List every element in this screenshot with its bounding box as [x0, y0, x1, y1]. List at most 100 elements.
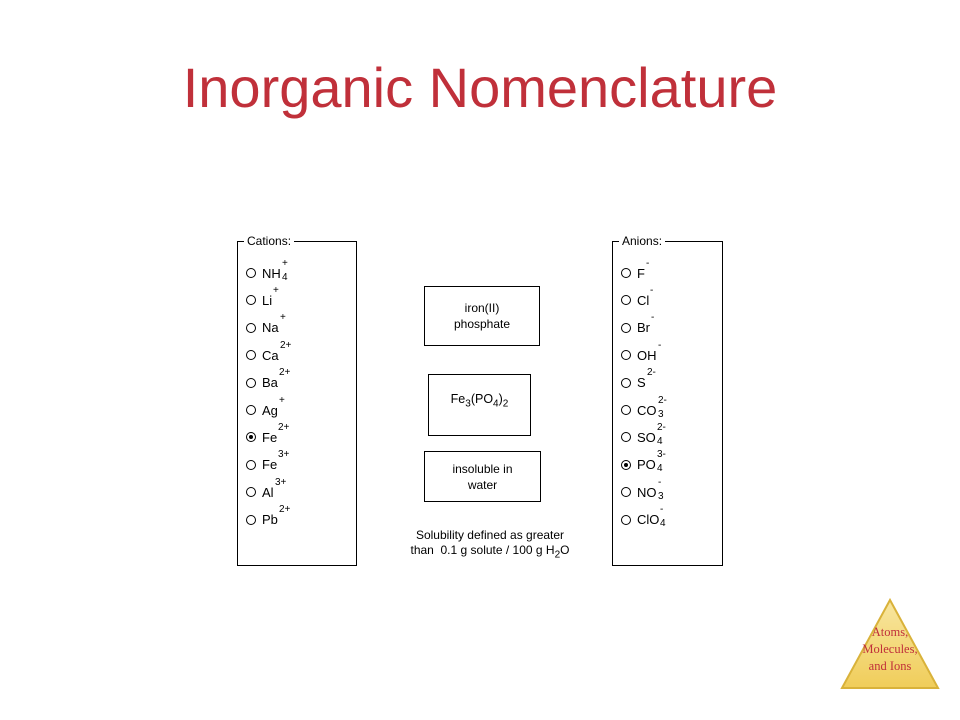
- badge-line1: Atoms,: [871, 625, 909, 639]
- ion-subscript: 3: [658, 490, 664, 502]
- compound-name-line1: iron(II): [464, 301, 500, 315]
- ion-subscript: 4: [657, 463, 663, 475]
- anion-radio[interactable]: [621, 377, 631, 388]
- cation-ion-label: Ag+: [262, 395, 285, 418]
- compound-name-line2: phosphate: [453, 317, 511, 331]
- anion-option[interactable]: Cl-: [621, 285, 653, 313]
- cations-legend: Cations:: [244, 234, 295, 248]
- anion-radio[interactable]: [621, 514, 631, 525]
- cation-radio[interactable]: [246, 514, 256, 525]
- cation-option[interactable]: Li+: [246, 284, 279, 313]
- topic-badge: Atoms, Molecules, and Ions: [838, 596, 942, 692]
- formula-fe: Fe: [450, 392, 466, 406]
- ion-subscript: 3: [658, 408, 664, 420]
- triangle-icon: [840, 597, 940, 689]
- note-h2-sub: 2: [554, 549, 561, 561]
- ion-charge: +: [280, 312, 286, 324]
- ion-symbol: S: [637, 375, 646, 391]
- cation-ion-label: NH+4: [262, 258, 288, 283]
- ion-charge: -: [651, 312, 655, 324]
- anion-option[interactable]: F-: [621, 258, 649, 286]
- anion-option[interactable]: NO-3: [621, 476, 664, 505]
- ion-symbol: Fe: [262, 429, 278, 445]
- cation-radio[interactable]: [246, 322, 256, 333]
- ion-charge: -: [658, 476, 662, 488]
- anion-option[interactable]: ClO- 4: [621, 504, 666, 533]
- ion-symbol: Pb: [262, 512, 278, 528]
- ion-subscript: 4: [657, 435, 663, 447]
- anion-option[interactable]: OH-: [621, 339, 662, 368]
- note-line2-end: O: [560, 543, 570, 557]
- cation-radio[interactable]: [246, 432, 256, 443]
- anion-radio[interactable]: [621, 487, 631, 498]
- cation-radio[interactable]: [246, 268, 256, 278]
- ion-charge: -: [660, 504, 664, 516]
- solubility-line2: water: [467, 477, 498, 492]
- ion-charge: 2-: [647, 367, 656, 379]
- anion-radio[interactable]: [621, 405, 631, 415]
- formula-group-sub: 2: [502, 398, 509, 410]
- solubility-note-line1: Solubility defined as greater: [415, 528, 565, 542]
- badge-line2: Molecules,: [862, 642, 918, 656]
- ion-charge: -: [658, 339, 662, 351]
- cation-radio[interactable]: [246, 459, 256, 470]
- cation-radio[interactable]: [246, 377, 256, 388]
- anion-radio[interactable]: [621, 459, 631, 470]
- ion-charge: 2+: [280, 339, 292, 351]
- anion-ion-label: F-: [637, 258, 649, 281]
- ion-charge: +: [279, 394, 285, 406]
- ion-symbol: Br: [637, 320, 650, 336]
- cation-option[interactable]: NH+4: [246, 258, 288, 286]
- badge-text: Atoms, Molecules, and Ions: [838, 624, 942, 675]
- anion-radio[interactable]: [621, 432, 631, 443]
- compound-name-box: iron(II) phosphate: [424, 286, 540, 346]
- ion-charge: -: [646, 257, 650, 269]
- ion-charge: 2+: [278, 421, 290, 433]
- ion-charge: +: [282, 257, 288, 269]
- anion-radio[interactable]: [621, 268, 631, 278]
- formula-po-sub: 4: [493, 398, 499, 410]
- cation-radio[interactable]: [246, 295, 256, 306]
- ion-symbol: Na: [262, 320, 279, 336]
- anion-radio[interactable]: [621, 350, 631, 361]
- ion-charge: 2+: [279, 504, 291, 516]
- ion-charge: +: [273, 284, 279, 296]
- cation-radio[interactable]: [246, 487, 256, 498]
- cation-option[interactable]: Na+: [246, 312, 286, 341]
- ion-symbol: Ca: [262, 347, 279, 363]
- anion-radio[interactable]: [621, 322, 631, 333]
- ion-subscript: 4: [660, 518, 666, 530]
- formula-po-open: (PO: [470, 392, 494, 406]
- ion-symbol: ClO: [637, 512, 660, 528]
- cation-radio[interactable]: [246, 405, 256, 415]
- formula-close: ): [498, 392, 503, 406]
- ion-symbol: Al: [262, 484, 274, 500]
- anion-radio[interactable]: [621, 295, 631, 306]
- formula-box: Fe3(PO4)2: [428, 374, 531, 436]
- ion-symbol: Ba: [262, 375, 278, 391]
- anion-option[interactable]: Br-: [621, 312, 655, 341]
- anion-ion-label: Cl-: [637, 285, 653, 308]
- ion-symbol: OH: [637, 347, 657, 363]
- cation-radio[interactable]: [246, 350, 256, 361]
- ion-charge: 2+: [279, 367, 291, 379]
- cation-option[interactable]: Ag+: [246, 395, 285, 423]
- solubility-box: insoluble in water: [424, 451, 541, 502]
